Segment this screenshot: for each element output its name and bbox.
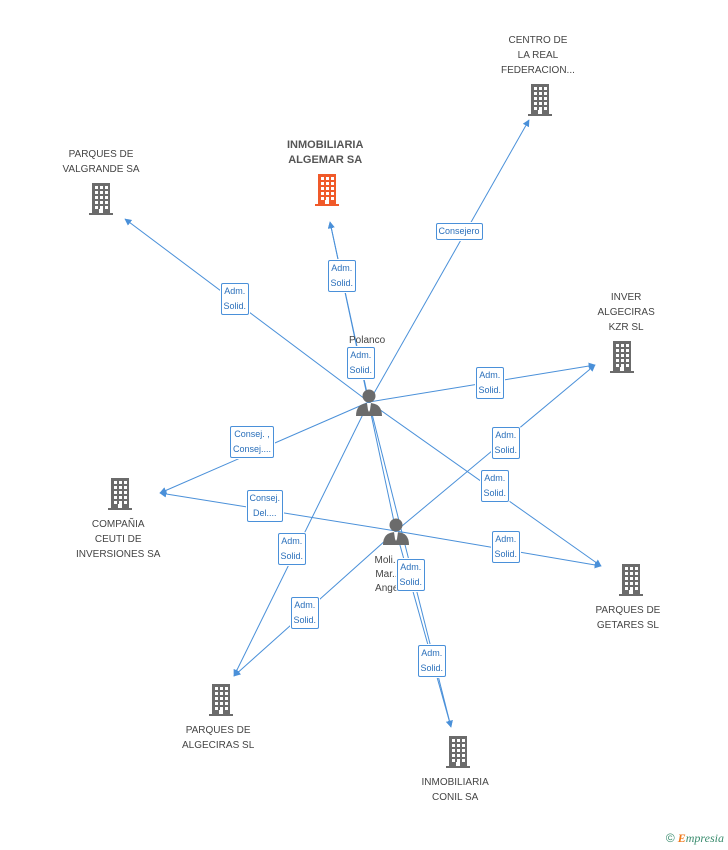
edge-label-line: Solid. — [494, 549, 518, 559]
company-label-line: KZR SL — [608, 322, 644, 333]
company-label-line: CENTRO DE — [508, 35, 568, 46]
company-label-centro[interactable]: CENTRO DE LA REAL FEDERACION... — [501, 33, 575, 78]
edge-label-p1-getares[interactable]: Adm. Solid. — [480, 470, 510, 502]
edge-label-line: Adm. — [281, 536, 303, 546]
company-label-ceuti[interactable]: COMPAÑIA CEUTI DE INVERSIONES SA — [76, 517, 160, 562]
edge-label-line: Adm. — [331, 263, 353, 273]
person-icon-p2[interactable] — [383, 518, 409, 546]
edge-label-line: Solid. — [280, 551, 304, 561]
company-label-line: COMPAÑIA — [91, 519, 145, 530]
edge-label-p2-algeciras[interactable]: Adm. Solid. — [290, 597, 320, 629]
edge-label-line: Adm. — [294, 600, 316, 610]
building-icon-algemar[interactable] — [315, 174, 339, 206]
edge-label-line: Solid. — [399, 577, 423, 587]
edge-label-line: Adm. — [495, 534, 517, 544]
edge-label-p2-conil[interactable]: Adm. Solid. — [396, 559, 426, 591]
company-label-valgrande[interactable]: PARQUES DE VALGRANDE SA — [63, 147, 140, 177]
company-label-inver[interactable]: INVER ALGECIRAS KZR SL — [598, 290, 655, 335]
person-label-line: Moli... — [374, 555, 402, 566]
building-icon-ceuti[interactable] — [108, 478, 132, 510]
edge-label-line: Consej. — [249, 493, 281, 503]
building-icon-getares[interactable] — [619, 564, 643, 596]
company-label-line: PARQUES DE — [595, 605, 661, 616]
edge-label-line: Consejero — [438, 225, 480, 236]
edge-label-line: Consej. , — [234, 429, 270, 439]
edge-label-line: Solid. — [293, 615, 317, 625]
edge-label-p1-ceuti[interactable]: Consej. , Consej.... — [230, 426, 275, 458]
brand-name: mpresia — [685, 831, 724, 845]
company-label-line: INMOBILIARIA — [287, 139, 364, 151]
copyright-symbol: © — [665, 831, 675, 845]
company-label-line: INVER — [610, 292, 642, 303]
company-label-line: PARQUES DE — [68, 149, 134, 160]
edge-label-line: Adm. — [421, 648, 443, 658]
company-label-line: FEDERACION... — [501, 65, 575, 76]
edge-label-p2-algemar[interactable]: Adm. Solid. — [346, 347, 376, 379]
company-label-line: VALGRANDE SA — [62, 164, 140, 175]
edge-label-line: Adm. — [400, 562, 422, 572]
person-label-p2[interactable]: Moli... Mar... Angel — [375, 554, 402, 596]
company-label-line: ALGEMAR SA — [288, 154, 363, 166]
company-label-line: GETARES SL — [596, 620, 659, 631]
edge-label-line: Adm. — [484, 473, 506, 483]
person-label-line: Polanco — [349, 335, 386, 346]
edge-label-p1-algeciras[interactable]: Adm. Solid. — [277, 533, 307, 565]
edge-label-line: Adm. — [495, 430, 517, 440]
company-label-line: CEUTI DE — [94, 534, 142, 545]
edge-label-line: Adm. — [350, 350, 372, 360]
company-label-getares[interactable]: PARQUES DE GETARES SL — [596, 603, 661, 633]
edge-label-line: Solid. — [483, 488, 507, 498]
edge-label-line: Adm. — [224, 286, 246, 296]
edge-label-p1-centro[interactable]: Consejero — [435, 222, 483, 240]
company-label-line: ALGECIRAS SL — [182, 740, 255, 751]
building-icon-conil[interactable] — [446, 736, 470, 768]
edge-label-p2-inver[interactable]: Adm. Solid. — [491, 427, 521, 459]
edge-label-line: Consej.... — [233, 444, 272, 454]
edge-label-line: Solid. — [420, 663, 444, 673]
company-label-line: ALGECIRAS — [597, 307, 655, 318]
building-icon-inver[interactable] — [610, 341, 634, 373]
person-label-line: Mar... — [375, 569, 401, 580]
company-label-line: LA REAL — [517, 50, 559, 61]
building-icon-centro[interactable] — [528, 84, 552, 116]
edge-label-line: Adm. — [479, 370, 501, 380]
edge-label-line: Solid. — [494, 445, 518, 455]
edge-label-line: Solid. — [223, 301, 247, 311]
company-label-algemar[interactable]: INMOBILIARIA ALGEMAR SA — [287, 138, 363, 168]
edge-label-p1-algemar[interactable]: Adm. Solid. — [327, 260, 357, 292]
edge-label-line: Solid. — [349, 365, 373, 375]
company-label-line: INMOBILIARIA — [421, 777, 489, 788]
edge-label-p1-valgrande[interactable]: Adm. Solid. — [220, 283, 250, 315]
company-label-algeciras[interactable]: PARQUES DE ALGECIRAS SL — [182, 723, 254, 753]
company-label-line: PARQUES DE — [185, 725, 251, 736]
empresia-brand[interactable]: © Empresia — [666, 831, 724, 846]
edge-label-p2-getares[interactable]: Adm. Solid. — [491, 531, 521, 563]
edge-label-line: Solid. — [478, 385, 502, 395]
edge-label-line: Solid. — [330, 278, 354, 288]
edge-p1-centro — [368, 119, 530, 403]
building-icon-valgrande[interactable] — [89, 183, 113, 215]
company-label-line: INVERSIONES SA — [76, 549, 161, 560]
person-label-line: Angel — [375, 583, 401, 594]
building-icon-algeciras[interactable] — [209, 684, 233, 716]
edge-label-line: Del.... — [253, 508, 277, 518]
edge-label-p1-conil[interactable]: Adm. Solid. — [417, 645, 447, 677]
edge-label-p1-inver[interactable]: Adm. Solid. — [475, 367, 505, 399]
edge-label-p2-ceuti[interactable]: Consej. Del.... — [246, 490, 284, 522]
brand-initial: E — [677, 831, 686, 845]
person-icon-p1[interactable] — [356, 389, 382, 417]
company-label-line: CONIL SA — [431, 792, 479, 803]
company-label-conil[interactable]: INMOBILIARIA CONIL SA — [422, 775, 489, 805]
